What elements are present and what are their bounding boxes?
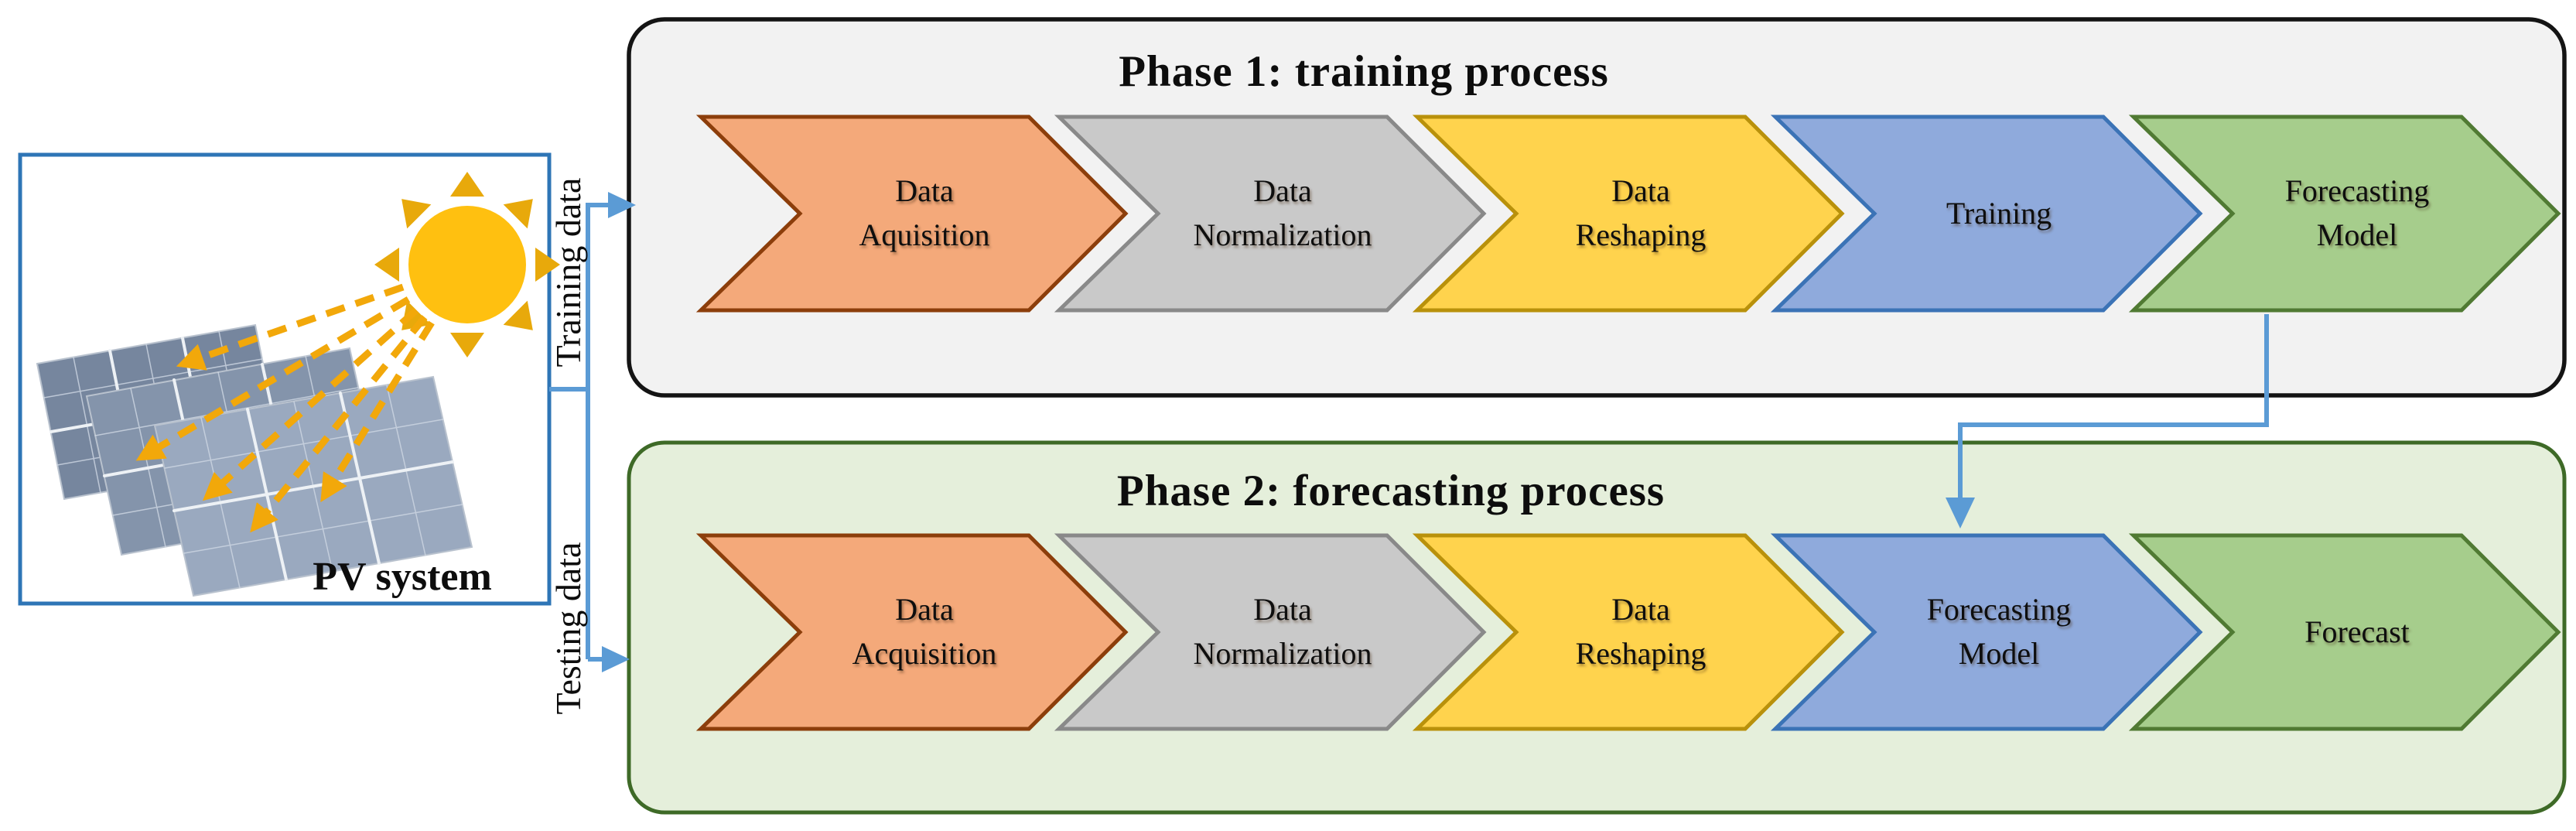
step-label: Data Aquisition xyxy=(859,173,990,252)
sunlight-arrows xyxy=(135,283,435,533)
phase2-step-data-acquisition: Data Acquisition xyxy=(695,532,1129,732)
step-label: Forecasting Model xyxy=(2284,173,2430,252)
chevron-shape xyxy=(1412,533,1845,731)
testing-data-label: Testing data xyxy=(548,542,588,715)
step-label: Training xyxy=(1946,195,2052,231)
phase1-step-data-reshaping: Data Reshaping xyxy=(1412,114,1846,313)
step-label: Data Reshaping xyxy=(1575,592,1707,671)
chevron-shape xyxy=(2128,115,2561,313)
data-split-connector xyxy=(549,203,590,659)
chevron-shape xyxy=(695,533,1129,731)
training-data-label: Training data xyxy=(548,178,588,368)
testing-data-arrow xyxy=(588,646,630,672)
phase1-step-data-aquisition: Data Aquisition xyxy=(695,114,1129,313)
step-label: Forecasting Model xyxy=(1926,592,2072,671)
sun-icon xyxy=(374,172,560,357)
phase2-step-data-normalization: Data Normalization xyxy=(1054,532,1488,732)
training-data-arrow xyxy=(588,192,636,218)
phase1-title: Phase 1: training process xyxy=(1119,47,1609,96)
chevron-shape xyxy=(2128,533,2561,731)
phase1-step-forecasting-model: Forecasting Model xyxy=(2128,114,2562,313)
phase2-step-forecast: Forecast xyxy=(2128,532,2562,732)
chevron-shape xyxy=(1770,533,2203,731)
chevron-shape xyxy=(1054,533,1487,731)
phase2-step-data-reshaping: Data Reshaping xyxy=(1412,532,1846,732)
step-label: Data Reshaping xyxy=(1575,173,1707,252)
phase2-title: Phase 2: forecasting process xyxy=(1116,467,1666,515)
phase1-step-training: Training xyxy=(1770,114,2204,313)
chevron-shape xyxy=(1412,115,1845,313)
chevron-shape xyxy=(695,115,1129,313)
solar-panels-illustration xyxy=(36,323,473,597)
step-label: Data Acquisition xyxy=(852,592,997,671)
chevron-shape xyxy=(1770,115,2203,313)
step-label: Data Normalization xyxy=(1193,592,1372,671)
chevron-shape xyxy=(1054,115,1487,313)
phase1-step-data-normalization: Data Normalization xyxy=(1054,114,1488,313)
model-transfer-arrow xyxy=(1946,314,2269,528)
pv-system-label: PV system xyxy=(313,555,492,599)
phase2-step-forecasting-model: Forecasting Model xyxy=(1770,532,2204,732)
step-label: Data Normalization xyxy=(1193,173,1372,252)
step-label: Forecast xyxy=(2304,614,2410,649)
